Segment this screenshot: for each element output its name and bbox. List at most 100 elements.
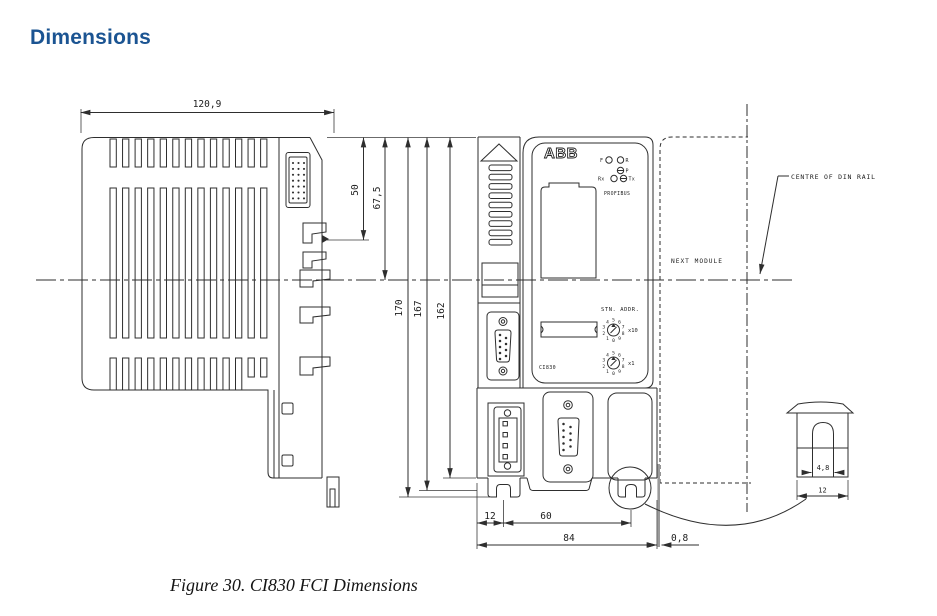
rotary-digit: 6 <box>618 319 621 325</box>
strip-slot <box>488 173 513 181</box>
pin-dot <box>504 336 508 340</box>
fin-slot <box>122 138 130 168</box>
lug-detail-view: 4,8 12 <box>644 401 855 526</box>
dsub-pins <box>498 333 508 361</box>
fin-slot <box>247 138 255 168</box>
vertical-dimensions: 50 67,5 170 167 162 <box>327 137 490 498</box>
fin-slot <box>235 187 243 339</box>
pin-dot <box>297 179 300 182</box>
fin-slot <box>184 187 193 339</box>
din-slot <box>812 421 834 477</box>
fin-slot <box>172 357 180 391</box>
next-module-label: NEXT MODULE <box>671 258 723 265</box>
lower-extension <box>281 402 340 508</box>
side-view <box>81 137 340 508</box>
pin-dot <box>562 448 565 452</box>
strip-slot <box>488 238 513 246</box>
terminal-pins <box>502 421 508 460</box>
fin-slot <box>122 187 130 339</box>
rotary-digit: 6 <box>618 352 621 358</box>
fin-slot <box>159 357 167 391</box>
fin-slot <box>235 357 243 391</box>
terminal-pin <box>502 443 508 449</box>
fin-slot <box>260 187 268 339</box>
fin-slot <box>147 357 155 391</box>
terminal-pin <box>502 432 508 438</box>
up-arrow-marker <box>479 143 519 162</box>
pin-dot <box>562 429 565 432</box>
fin-slot <box>184 138 193 168</box>
pin-dot <box>504 342 508 346</box>
rotary-digit: 3 <box>602 358 605 364</box>
rotary-digit: 4 <box>606 352 609 358</box>
pin-dot <box>504 348 508 352</box>
fin-slot <box>109 187 117 339</box>
strip-slot <box>488 211 513 218</box>
fin-slot <box>147 138 155 168</box>
fin-slot <box>222 187 230 339</box>
power-terminal-block <box>487 402 525 477</box>
callout-leader-curve <box>644 498 807 526</box>
fin-slot <box>159 138 167 168</box>
module-upper-body: ABB F R P Rx Tx PROFIBUS STN. ADDR. <box>522 136 654 389</box>
led-cluster: F R P Rx Tx PROFIBUS <box>598 156 636 197</box>
vent-fins-bottom <box>109 357 268 391</box>
fin-slot <box>222 357 230 391</box>
rotary-digit: 2 <box>602 364 605 370</box>
fin-slot <box>222 138 230 168</box>
pin-dot <box>302 185 306 188</box>
vent-fins-top <box>109 138 268 168</box>
module-lower-body <box>476 387 658 510</box>
rotary-digit: 4 <box>606 319 609 325</box>
led-label-rx: Rx <box>598 177 605 183</box>
rotary-digit: 7 <box>622 358 625 364</box>
din-rail-callout: CENTRE OF DIN RAIL <box>759 173 875 275</box>
dim-label-60: 60 <box>540 511 552 522</box>
terminal-pin <box>502 421 508 427</box>
pin-dot <box>297 185 300 188</box>
led-f-icon <box>605 156 613 164</box>
abb-logo: ABB <box>544 145 578 162</box>
fin-slot <box>134 187 142 339</box>
pin-dot <box>291 185 295 188</box>
dim-label-167: 167 <box>413 300 424 317</box>
fin-slot <box>172 138 180 168</box>
rotary-digit: 1 <box>606 369 609 375</box>
pin-dot <box>562 422 565 426</box>
led-label-tx: Tx <box>629 177 636 183</box>
pin-dot <box>297 167 300 170</box>
fin-slot <box>184 357 193 391</box>
detail-callout-circle <box>608 466 652 510</box>
pin-dot <box>562 442 565 445</box>
front-view: ABB F R P Rx Tx PROFIBUS STN. ADDR. <box>476 136 658 510</box>
led-rx-icon <box>610 174 618 183</box>
pin-dot <box>291 167 295 170</box>
rotary-digit: 0 <box>612 371 615 377</box>
center-tab <box>526 477 593 491</box>
lower-dsub-connector <box>542 391 594 483</box>
profibus-cover <box>540 182 597 279</box>
dim-label-12-detail: 12 <box>818 487 826 495</box>
fin-slot <box>260 357 268 378</box>
fin-slot <box>209 357 218 391</box>
fin-slot <box>247 187 255 339</box>
led-label-f: F <box>600 158 603 164</box>
x10-label: x10 <box>628 328 638 334</box>
fin-slot <box>109 138 117 168</box>
pin-dot <box>291 161 295 165</box>
pin-dot <box>498 351 502 355</box>
vent-fins-middle <box>109 187 268 339</box>
fin-slot <box>109 357 117 391</box>
backplane-connector <box>285 152 311 208</box>
fin-slot <box>197 138 205 168</box>
rotary-digit: 9 <box>618 336 621 342</box>
fin-slot <box>260 138 268 168</box>
blank-plate <box>607 392 653 481</box>
rotary-digit: 8 <box>622 331 625 337</box>
pin-dot <box>569 445 572 448</box>
terminal-pin <box>502 454 508 460</box>
page-title: Dimensions <box>30 26 152 50</box>
